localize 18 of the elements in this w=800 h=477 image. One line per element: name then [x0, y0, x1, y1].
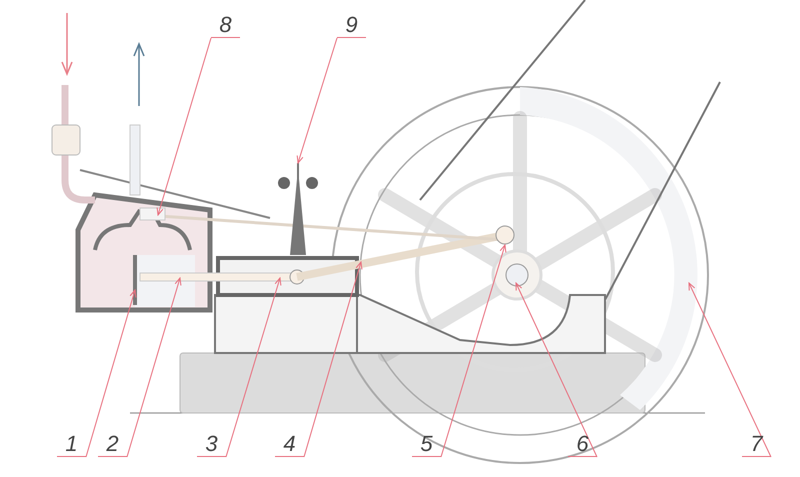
callout-number: 4 [275, 431, 304, 457]
callout-number: 6 [568, 431, 597, 457]
callout-number: 5 [412, 431, 441, 457]
leader-line [516, 282, 598, 458]
leader-line [296, 38, 338, 164]
leader-line [86, 290, 136, 458]
leader-line [156, 38, 212, 216]
callout-number: 2 [98, 431, 127, 457]
callout-number: 7 [742, 431, 771, 457]
callout-number: 9 [337, 12, 366, 38]
callout-number: 1 [57, 431, 86, 457]
leader-line [440, 244, 506, 458]
callout-number: 8 [211, 12, 240, 38]
callout-number: 3 [197, 431, 226, 457]
leader-line [126, 278, 182, 458]
leader-line [304, 262, 362, 458]
leader-line [226, 278, 282, 458]
leader-line [688, 282, 772, 458]
